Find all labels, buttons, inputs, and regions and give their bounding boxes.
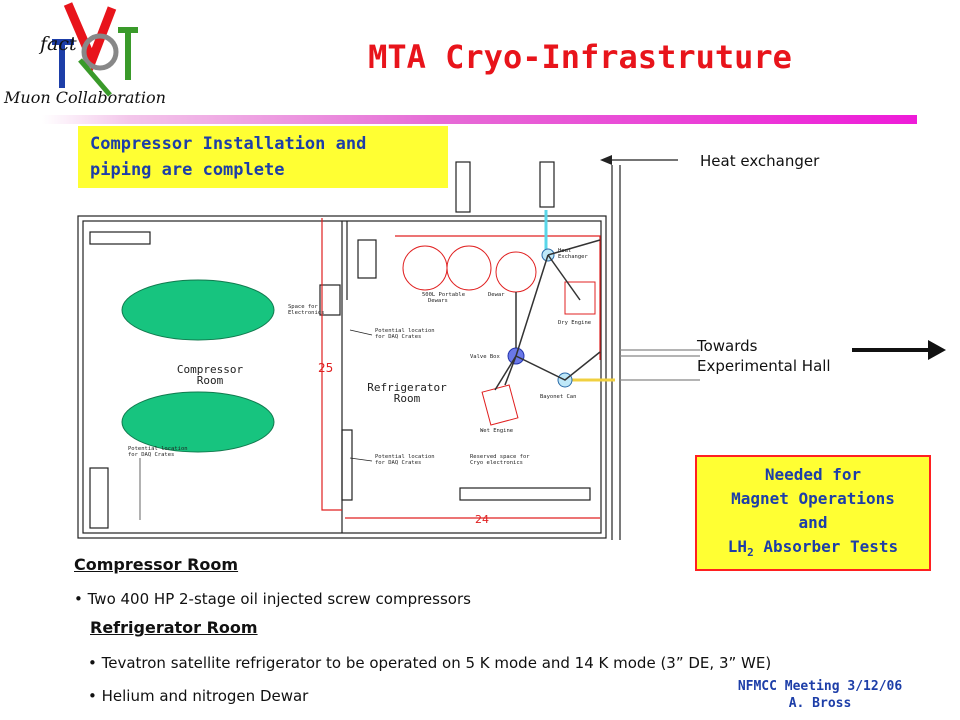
pipe-top (395, 235, 601, 360)
heat-exchanger-label: Heat exchanger (700, 152, 820, 170)
label-potential-3b: for DAQ Crates (375, 460, 421, 466)
label-valve-box: Valve Box (470, 354, 500, 360)
needed-line2: Magnet Operations (731, 489, 895, 508)
pipes-to-hall (620, 349, 700, 381)
portable-dewar-1 (402, 245, 448, 291)
label-dewars: Dewars (428, 298, 448, 304)
wet-engine (481, 384, 519, 426)
towards-hall-arrow (852, 340, 946, 360)
label-dewar: Dewar (488, 292, 505, 298)
page-title: MTA Cryo-Infrastruture (368, 38, 792, 76)
label-space-for: Space for (288, 304, 318, 310)
compressor-room-heading: Compressor Room (74, 555, 239, 574)
title-divider (42, 115, 917, 124)
label-potential-2b: for DAQ Crates (128, 452, 174, 458)
towards-hall-label: Towards Experimental Hall (697, 336, 831, 376)
dimension-25: 25 (318, 361, 333, 375)
dimension-24: 24 (475, 513, 489, 526)
refrigerator-room-label-2: Room (394, 392, 421, 405)
portable-dewar-2 (446, 245, 492, 291)
towards-line1: Towards (697, 337, 758, 355)
label-potential-1b: for DAQ Crates (375, 334, 421, 340)
space-box (319, 284, 341, 316)
pipe-vertical (321, 218, 342, 511)
leader-lines (139, 329, 373, 520)
bullet-dewar: • Helium and nitrogen Dewar (88, 687, 309, 705)
label-electronics: Electronics (288, 310, 324, 316)
needed-line1: Needed for (764, 465, 862, 484)
label-heat: Heat (558, 248, 571, 254)
fixture-1 (357, 239, 377, 279)
vent-stack-2 (539, 161, 555, 208)
vent-stack-1 (455, 161, 471, 213)
compressor-status-line1: Compressor Installation and (90, 134, 367, 154)
needed-absorber: Absorber Tests (753, 537, 899, 556)
label-reserved: Reserved space for (470, 454, 530, 460)
compressor-rack-top (89, 231, 151, 245)
dry-engine (564, 281, 596, 315)
label-portable-dewars: 500L Portable (422, 292, 465, 298)
footer: NFMCC Meeting 3/12/06 A. Bross (700, 678, 940, 712)
needed-line4: LH2 Absorber Tests (697, 535, 929, 565)
bullet-dewar-text: Helium and nitrogen Dewar (101, 687, 309, 705)
bullet-compressors-text: Two 400 HP 2-stage oil injected screw co… (87, 590, 471, 608)
refrigerator-room-label-1: Refrigerator (367, 381, 447, 394)
red-pipes (321, 218, 700, 519)
bullet-refrigerator: • Tevatron satellite refrigerator to be … (88, 654, 772, 672)
wall-column (341, 429, 353, 501)
logo-collab-text: Muon Collaboration (3, 88, 166, 107)
heat-exchanger-arrow (600, 155, 678, 165)
label-potential-2: Potential location (128, 446, 188, 452)
logo-fact-text: fact (38, 33, 77, 55)
compressor-status-line2: piping are complete (90, 160, 285, 180)
needed-lh: LH (727, 537, 748, 556)
label-exchanger: Exchanger (558, 254, 588, 260)
compressor-1 (121, 279, 275, 341)
needed-for-note: Needed for Magnet Operations and LH2 Abs… (695, 455, 931, 571)
label-dry-engine: Dry Engine (558, 320, 591, 326)
label-potential-3: Potential location (375, 454, 435, 460)
building-outline (77, 215, 607, 539)
compressor-room-label-2: Room (197, 374, 224, 387)
footer-author: A. Bross (788, 696, 852, 711)
footer-meeting: NFMCC Meeting 3/12/06 (737, 679, 903, 694)
refrigerator-room-heading: Refrigerator Room (90, 618, 258, 637)
helium-dewar (495, 251, 537, 293)
muon-collaboration-logo: fact Muon Collaboration (3, 2, 166, 107)
label-potential-1: Potential location (375, 328, 435, 334)
towards-line2: Experimental Hall (697, 357, 831, 375)
compressor-2 (121, 391, 275, 453)
transfer-lines (494, 239, 601, 391)
logo-graphic (52, 2, 138, 97)
label-bayonet-can: Bayonet Can (540, 394, 576, 400)
compressor-room-label-1: Compressor (177, 363, 244, 376)
walls (77, 161, 621, 540)
electronics-bench (459, 487, 591, 501)
compressor-rack-bottom (89, 467, 109, 529)
needed-subscript: 2 (747, 546, 754, 560)
bullet-compressors: • Two 400 HP 2-stage oil injected screw … (74, 590, 471, 608)
label-cryo-electronics: Cryo electronics (470, 460, 523, 466)
bullet-refrigerator-text: Tevatron satellite refrigerator to be op… (101, 654, 772, 672)
label-wet-engine: Wet Engine (480, 428, 513, 434)
equipment-labels: Space for Electronics Potential location… (128, 248, 591, 466)
needed-line3: and (798, 513, 828, 532)
compressor-status-note: Compressor Installation and piping are c… (78, 126, 448, 188)
